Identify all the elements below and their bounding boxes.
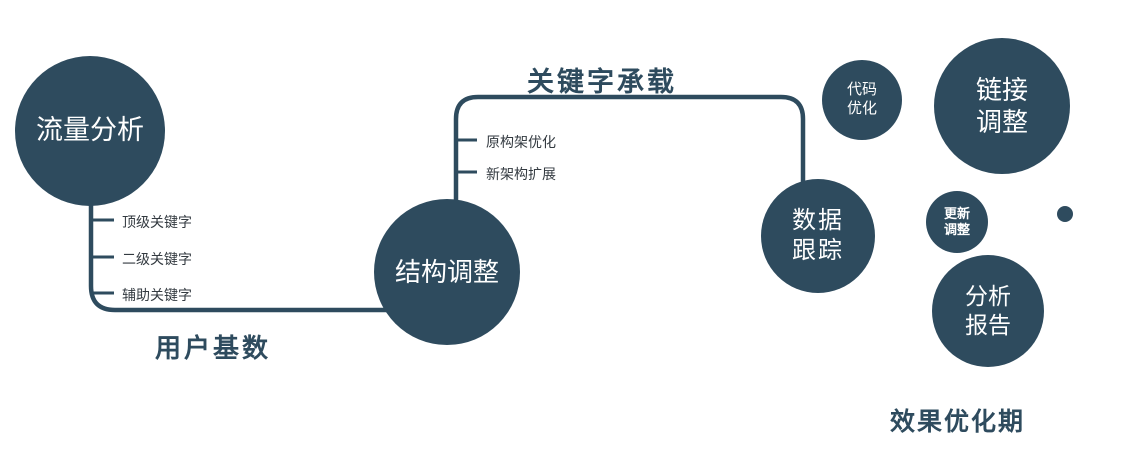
node-analysis-report: 分析 报告 (932, 255, 1044, 367)
node-link-adjust-line1: 链接 (975, 74, 1028, 105)
node-analysis-report-line1: 分析 (965, 283, 1011, 310)
node-structure-adjust-label: 结构调整 (394, 256, 499, 287)
node-code-optimize-line1: 代码 (846, 81, 877, 99)
node-data-tracking-line2: 跟踪 (792, 237, 844, 264)
node-link-adjust: 链接 调整 (934, 38, 1070, 174)
edge-label-user-base: 用户基数 (155, 333, 272, 363)
edge-label-keyword-carry: 关键字承载 (527, 67, 677, 97)
branch-new-architecture: 新架构扩展 (486, 166, 556, 182)
node-data-tracking-line1: 数据 (792, 207, 844, 234)
branch-original-architecture: 原构架优化 (486, 134, 556, 150)
small-dot (1057, 206, 1073, 222)
node-update-adjust-line1: 更新 (943, 205, 970, 221)
node-analysis-report-line2: 报告 (965, 312, 1011, 338)
node-traffic-analysis-label: 流量分析 (36, 115, 144, 146)
node-structure-adjust: 结构调整 (374, 199, 520, 345)
branch-top-keywords: 顶级关键字 (122, 214, 192, 230)
node-data-tracking: 数据 跟踪 (761, 179, 875, 293)
node-update-adjust-line2: 调整 (943, 222, 970, 237)
node-code-optimize-line2: 优化 (846, 100, 877, 117)
edge-traffic-structure (88, 201, 389, 313)
branch-secondary-keywords: 二级关键字 (122, 251, 192, 267)
edge-structure-tracking (453, 94, 806, 204)
node-traffic-analysis: 流量分析 (15, 56, 165, 206)
node-code-optimize: 代码 优化 (822, 60, 902, 140)
node-update-adjust: 更新 调整 (926, 191, 988, 253)
footer-effect-optimization-period: 效果优化期 (890, 408, 1026, 436)
node-link-adjust-line2: 调整 (975, 107, 1028, 137)
branch-auxiliary-keywords: 辅助关键字 (122, 287, 192, 303)
